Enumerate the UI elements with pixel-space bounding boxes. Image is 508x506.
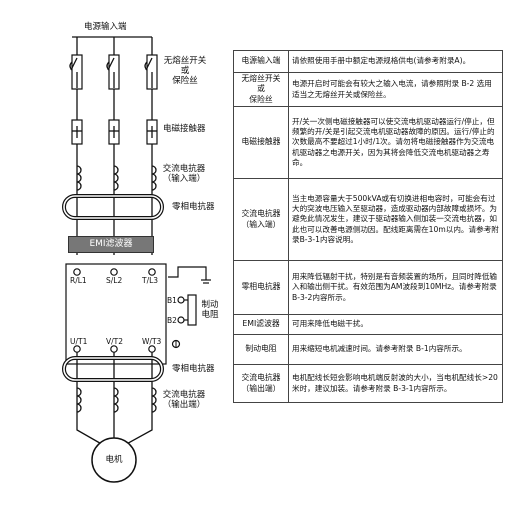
component-description-cell: 电源开启时可能会有较大之输入电流，请参照附录 B-2 选用适当之无熔丝开关或保险… [288, 72, 503, 107]
terminal-w-t3: W/T3 [142, 337, 162, 346]
brake-resistor [184, 294, 197, 326]
ac-reactor-output-label: 交流电抗器 （输出端） [158, 390, 210, 410]
ac-reactor-input-coils [76, 165, 157, 191]
terminal-s-l2: S/L2 [106, 276, 123, 285]
breaker-label-line-3: 保险丝 [172, 76, 198, 86]
ac-reactor-output-line-1: 交流电抗器 [162, 390, 206, 400]
power-input-label: 电源输入端 [84, 22, 127, 32]
component-table: 电源输入端请依照使用手册中额定电源规格供电(请参考附录A)。无熔丝开关 或 保险… [233, 50, 503, 403]
ac-reactor-input-line-1: 交流电抗器 [162, 164, 206, 174]
component-description-cell: 电机配线长短会影响电机端反射波的大小，当电机配线长>20米时，建议加装。请参考附… [288, 364, 503, 403]
zero-phase-label-1: 零相电抗器 [172, 202, 215, 212]
contactor-label: 电磁接触器 [163, 124, 206, 134]
emi-filter-block: EMI滤波器 [68, 236, 154, 253]
motor-label: 电机 [105, 455, 123, 465]
brake-label-line-2: 电阻 [201, 310, 219, 320]
breaker-label-line-2: 或 [180, 66, 190, 76]
table-row: 零相电抗器用来降低辐射干扰，特别是有音频装置的场所，且同时降低输入和输出侧干扰。… [233, 260, 503, 315]
component-name-cell: 交流电抗器 （输出端） [233, 364, 289, 403]
brake-resistor-label: 制动 电阻 [198, 300, 222, 320]
ac-reactor-output-line-2: （输出端） [162, 400, 206, 410]
terminal-t-l3: T/L3 [142, 276, 159, 285]
ground-symbol-top [168, 266, 211, 284]
component-description-cell: 当主电源容量大于500kVA或有切换进相电容时，可能会有过大的突波电压输入至驱动… [288, 178, 503, 261]
table-row: 交流电抗器 （输入端）当主电源容量大于500kVA或有切换进相电容时，可能会有过… [233, 178, 503, 261]
terminal-b2: B2 [167, 316, 177, 325]
brake-label-line-1: 制动 [201, 300, 219, 310]
table-row: EMI滤波器可用来降低电磁干扰。 [233, 314, 503, 335]
component-name-cell: 交流电抗器 （输入端） [233, 178, 289, 261]
terminal-b1: B1 [167, 296, 177, 305]
breaker-label-line-1: 无熔丝开关 [163, 56, 207, 66]
component-name-cell: EMI滤波器 [233, 314, 289, 335]
breaker-label: 无熔丝开关 或 保险丝 [160, 56, 210, 86]
table-row: 电源输入端请依照使用手册中额定电源规格供电(请参考附录A)。 [233, 50, 503, 73]
component-name-cell: 电磁接触器 [233, 106, 289, 179]
component-name-cell: 电源输入端 [233, 50, 289, 73]
zero-phase-reactor-1 [62, 194, 164, 220]
table-row: 交流电抗器 （输出端）电机配线长短会影响电机端反射波的大小，当电机配线长>20米… [233, 364, 503, 403]
component-description-cell: 可用来降低电磁干扰。 [288, 314, 503, 335]
component-description-cell: 用来降低辐射干扰，特别是有音频装置的场所，且同时降低输入和输出侧干扰。有效范围为… [288, 260, 503, 315]
component-description-cell: 开/关一次侧电磁接触器可以使交流电机驱动器运行/停止，但频繁的开/关是引起交流电… [288, 106, 503, 179]
component-name-cell: 制动电阻 [233, 334, 289, 365]
zero-phase-label-2: 零相电抗器 [172, 364, 215, 374]
ac-reactor-input-label: 交流电抗器 （输入端） [158, 164, 210, 184]
ac-reactor-input-line-2: （输入端） [162, 174, 206, 184]
component-description-cell: 请依照使用手册中额定电源规格供电(请参考附录A)。 [288, 50, 503, 73]
component-name-cell: 零相电抗器 [233, 260, 289, 315]
terminal-u-t1: U/T1 [70, 337, 88, 346]
motor-symbol [91, 437, 137, 483]
terminal-v-t2: V/T2 [106, 337, 124, 346]
zero-phase-reactor-2 [62, 356, 164, 382]
terminal-r-l1: R/L1 [70, 276, 87, 285]
table-row: 制动电阻用来缩短电机减速时间。请参考附录 B-1内容所示。 [233, 334, 503, 365]
component-description-cell: 用来缩短电机减速时间。请参考附录 B-1内容所示。 [288, 334, 503, 365]
table-row: 无熔丝开关 或 保险丝电源开启时可能会有较大之输入电流，请参照附录 B-2 选用… [233, 72, 503, 107]
wiring-diagram [62, 36, 211, 483]
component-name-cell: 无熔丝开关 或 保险丝 [233, 72, 289, 107]
ground-symbol-bottom [171, 339, 181, 349]
table-row: 电磁接触器开/关一次侧电磁接触器可以使交流电机驱动器运行/停止，但频繁的开/关是… [233, 106, 503, 179]
ac-reactor-output-coils [76, 387, 157, 413]
